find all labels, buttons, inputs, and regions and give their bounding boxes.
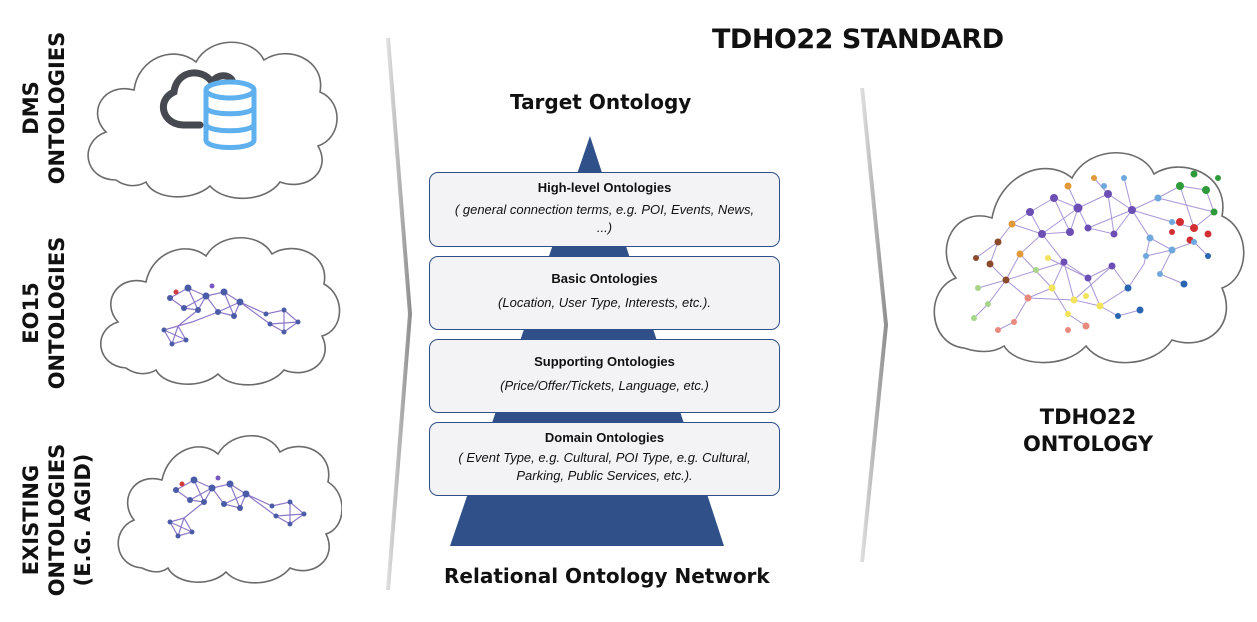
layer-basic: Basic Ontologies (Location, User Type, I… <box>429 256 780 330</box>
layer-description: ( Event Type, e.g. Cultural, POI Type, e… <box>458 450 751 483</box>
result-label-line: ONTOLOGY <box>1022 432 1154 456</box>
graph-nodes-pink <box>995 294 1090 333</box>
graph-nodes-yellow <box>1045 255 1104 317</box>
label-line: ONTOLOGIES <box>45 31 69 185</box>
label-line: EO15 <box>19 282 43 344</box>
layer-description: (Price/Offer/Tickets, Language, etc.) <box>500 378 709 393</box>
network-nodes <box>167 475 307 539</box>
cloud-dms <box>87 41 338 200</box>
pyramid-top-label: Target Ontology <box>510 90 692 114</box>
layer-title: Domain Ontologies <box>544 430 665 445</box>
label-eo15-ontologies: EO15 ONTOLOGIES <box>18 237 70 390</box>
label-existing-ontologies: EXISTING ONTOLOGIES (E.G. AGID) <box>18 444 96 597</box>
graph-nodes-lightgreen <box>971 267 1039 321</box>
flow-arrow-left <box>386 38 412 590</box>
layer-title: Basic Ontologies <box>551 271 658 286</box>
graph-nodes-orange <box>1008 175 1097 258</box>
label-line: (E.G. AGID) <box>71 453 95 587</box>
cloud-existing <box>117 434 342 584</box>
network-nodes <box>161 283 301 347</box>
layer-title: Supporting Ontologies <box>534 354 675 369</box>
graph-nodes-blue <box>1101 175 1197 277</box>
result-label-line: TDHO22 <box>1039 405 1137 429</box>
ontology-graph-icon <box>971 170 1221 333</box>
result-label: TDHO22 ONTOLOGY <box>988 404 1188 458</box>
label-line: DMS <box>19 81 43 135</box>
label-line: EXISTING <box>19 464 43 576</box>
layer-title: High-level Ontologies <box>537 180 672 195</box>
layer-description: ( general connection terms, e.g. POI, Ev… <box>454 202 755 235</box>
cloud-eo15 <box>100 236 341 386</box>
graph-nodes-red <box>1169 218 1212 244</box>
graph-nodes-purple <box>1026 190 1136 282</box>
graph-nodes-navy <box>1115 253 1211 319</box>
layer-high-level: High-level Ontologies ( general connecti… <box>429 172 780 247</box>
label-line: ONTOLOGIES <box>45 236 69 390</box>
graph-nodes-brown <box>973 238 1010 284</box>
layer-domain: Domain Ontologies ( Event Type, e.g. Cul… <box>429 422 780 496</box>
layer-supporting: Supporting Ontologies (Price/Offer/Ticke… <box>429 339 780 413</box>
graph-nodes-green <box>1176 170 1221 216</box>
cloud-database-icon <box>160 69 257 150</box>
label-dms-ontologies: DMS ONTOLOGIES <box>18 32 70 185</box>
flow-arrow-right <box>860 88 888 562</box>
label-line: ONTOLOGIES <box>45 443 69 597</box>
pyramid-bottom-label: Relational Ontology Network <box>444 564 770 588</box>
cloud-tdho22 <box>933 152 1245 364</box>
page-title: TDHO22 STANDARD <box>712 24 1004 55</box>
layer-description: (Location, User Type, Interests, etc.). <box>498 295 711 310</box>
